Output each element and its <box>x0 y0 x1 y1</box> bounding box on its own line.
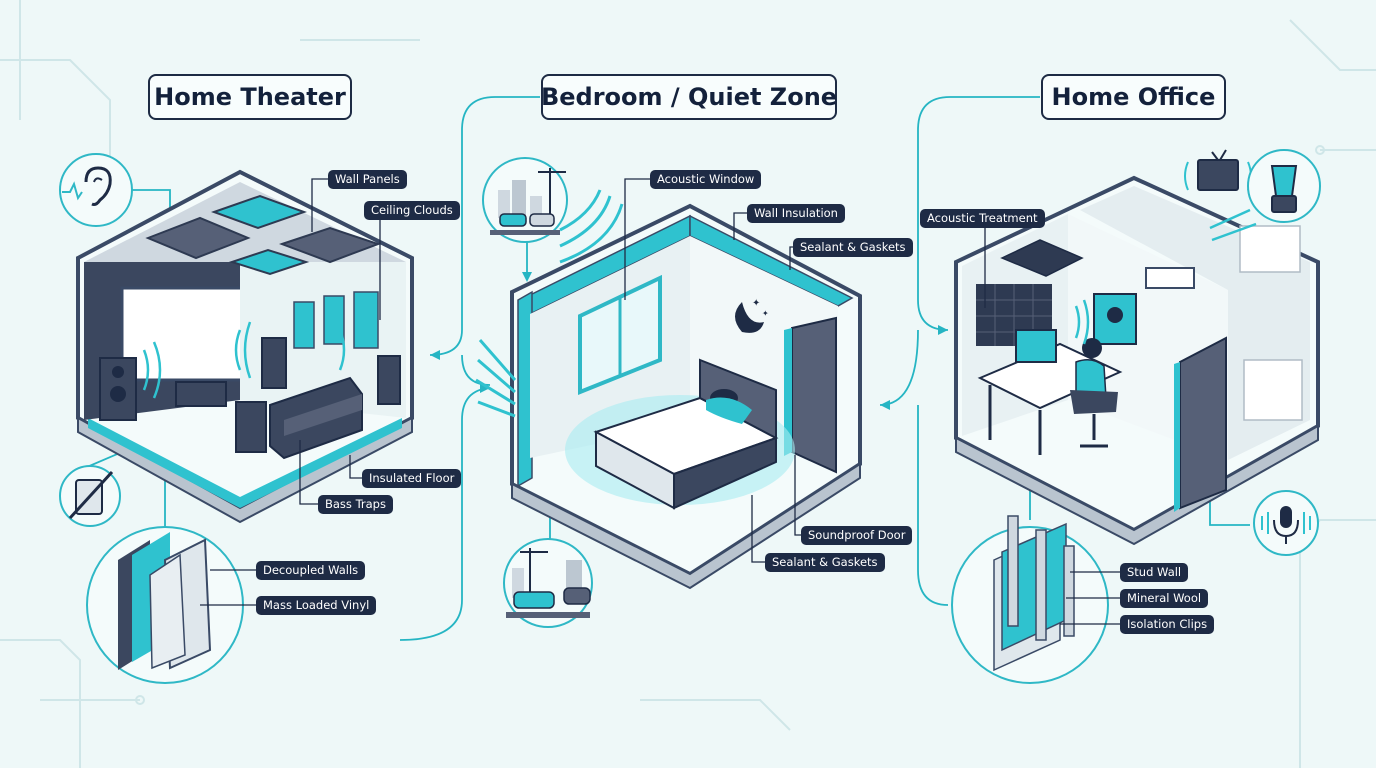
home-office-room <box>954 175 1320 546</box>
stud-wall-detail <box>951 515 1109 684</box>
label-mineral-wool: Mineral Wool <box>1120 589 1209 608</box>
label-soundproof-door: Soundproof Door <box>801 526 913 545</box>
label-insulated-floor: Insulated Floor <box>362 469 462 488</box>
label-mass-loaded-vinyl: Mass Loaded Vinyl <box>256 596 377 615</box>
label-wall-panels: Wall Panels <box>328 170 407 189</box>
label-wall-insulation: Wall Insulation <box>747 204 845 223</box>
label-isolation-clips: Isolation Clips <box>1120 615 1215 634</box>
home-theater-room <box>76 169 414 524</box>
label-bass-traps: Bass Traps <box>318 495 393 514</box>
ear-icon <box>59 153 133 227</box>
tv-icon <box>1184 149 1252 191</box>
decoupled-wall-detail <box>86 526 244 684</box>
svg-text:✦: ✦ <box>762 309 769 318</box>
label-acoustic-window: Acoustic Window <box>650 170 762 189</box>
bedroom-room: ✦ ✦ <box>475 189 862 590</box>
label-ceiling-clouds: Ceiling Clouds <box>364 201 460 220</box>
section-title-bedroom: Bedroom / Quiet Zone <box>541 74 837 120</box>
no-outlet-icon <box>59 465 121 527</box>
section-title-home-theater: Home Theater <box>148 74 352 120</box>
blender-icon <box>1247 149 1321 223</box>
section-title-home-office: Home Office <box>1041 74 1226 120</box>
label-acoustic-treatment: Acoustic Treatment <box>920 209 1045 228</box>
svg-text:✦: ✦ <box>752 298 760 309</box>
label-sealant-gaskets-bottom: Sealant & Gaskets <box>765 553 885 572</box>
label-decoupled-walls: Decoupled Walls <box>256 561 366 580</box>
city-noise-icon <box>503 538 593 628</box>
label-sealant-gaskets-top: Sealant & Gaskets <box>793 238 913 257</box>
microphone-icon <box>1253 490 1319 556</box>
moon-stars-icon: ✦ ✦ <box>735 298 769 333</box>
city-noise-icon <box>482 157 568 243</box>
label-stud-wall: Stud Wall <box>1120 563 1189 582</box>
